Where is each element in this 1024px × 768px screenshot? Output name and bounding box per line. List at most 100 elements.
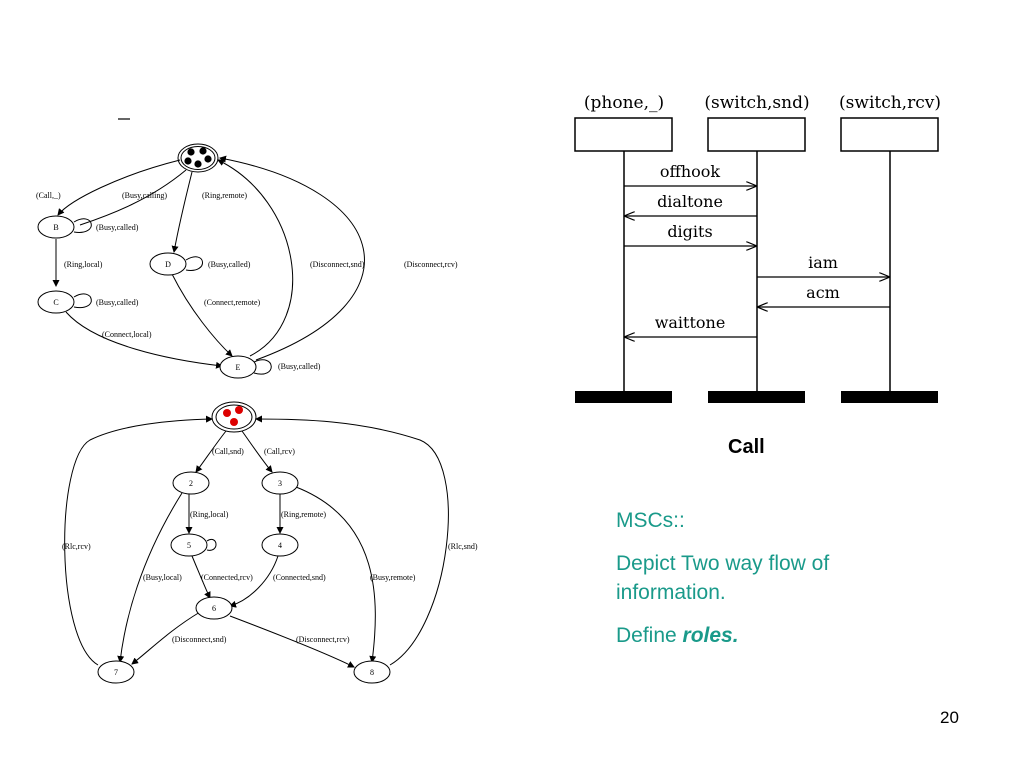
edge-busy-remote <box>295 486 377 663</box>
label-b-self: (Busy,called) <box>96 223 139 232</box>
self-loop-5 <box>206 539 217 551</box>
edge-init-to-d <box>171 171 193 253</box>
msg-label-iam: iam <box>808 253 838 272</box>
state-e: E <box>219 355 257 379</box>
bullet-line-2-prefix: Define <box>616 624 683 647</box>
instance-box-switch-rcv <box>840 117 939 152</box>
token-black <box>194 160 202 168</box>
instance-box-switch-snd <box>707 117 806 152</box>
msg-label-digits: digits <box>667 222 712 241</box>
end-bar-phone <box>575 391 672 403</box>
self-loop-d <box>185 256 203 271</box>
edge-connected-rcv <box>191 555 211 599</box>
msg-label-acm: acm <box>806 283 840 302</box>
label-rlc-rcv: (Rlc,rcv) <box>62 542 91 551</box>
label-connect-local: (Connect,local) <box>102 330 152 339</box>
svg-text:3: 3 <box>278 479 282 488</box>
self-loop-c <box>73 293 92 309</box>
label-disconnect-snd: (Disconnect,snd) <box>310 260 365 269</box>
label-rlc-snd: (Rlc,snd) <box>448 542 478 551</box>
token-black <box>204 155 212 163</box>
label-ring-local: (Ring,local) <box>64 260 103 269</box>
state-8: 8 <box>353 660 391 684</box>
bullet-line-2: Define roles. <box>616 621 936 650</box>
state-2: 2 <box>172 471 210 495</box>
state-machine-bottom: 2 3 5 4 6 7 8 (Call,snd) (Call,rcv) (Ri <box>62 401 478 684</box>
token-black <box>199 147 207 155</box>
state-4: 4 <box>261 533 299 557</box>
label-call-rcv: (Call,rcv) <box>264 447 295 456</box>
page-number: 20 <box>940 708 959 727</box>
edge-rlc-snd <box>255 415 449 666</box>
edge-init-to-b <box>57 159 181 216</box>
token-red <box>230 418 238 426</box>
state-6: 6 <box>195 596 233 620</box>
label-connected-snd: (Connected,snd) <box>273 573 326 582</box>
edge-rlc-rcv <box>64 415 213 666</box>
label-busy-remote: (Busy,remote) <box>370 573 416 582</box>
initial-state-bottom <box>211 401 257 433</box>
label-disconnect-rcv-2: (Disconnect,rcv) <box>296 635 350 644</box>
state-7: 7 <box>97 660 135 684</box>
state-d: D <box>149 252 187 276</box>
svg-text:D: D <box>165 260 171 269</box>
edge-disconnect-snd-2 <box>131 611 201 665</box>
state-5: 5 <box>170 533 208 557</box>
bullet-line-2-emphasis: roles. <box>682 624 739 647</box>
msg-label-offhook: offhook <box>660 162 721 181</box>
edge-disconnect-snd <box>217 159 293 357</box>
state-3: 3 <box>261 471 299 495</box>
edge-call-snd <box>195 430 227 473</box>
label-call-snd: (Call,snd) <box>212 447 244 456</box>
label-ring-remote: (Ring,remote) <box>202 191 247 200</box>
svg-text:B: B <box>53 223 58 232</box>
initial-state-top <box>177 143 219 173</box>
svg-text:4: 4 <box>278 541 282 550</box>
token-red <box>235 406 243 414</box>
svg-text:C: C <box>53 298 58 307</box>
role-phone: (phone,_) <box>584 93 664 113</box>
svg-text:5: 5 <box>187 541 191 550</box>
state-machine-top: B C D E (Call,_) (Busy,calling) (Ring,re… <box>36 118 458 379</box>
svg-text:8: 8 <box>370 668 374 677</box>
label-ring-remote-2: (Ring,remote) <box>281 510 326 519</box>
self-loop-b <box>73 218 92 233</box>
label-connected-rcv: (Connected,rcv) <box>201 573 253 582</box>
label-disconnect-snd-2: (Disconnect,snd) <box>172 635 227 644</box>
bullet-line-1: Depict Two way flow of information. <box>616 552 830 604</box>
msg-label-dialtone: dialtone <box>657 192 723 211</box>
svg-text:E: E <box>236 363 241 372</box>
label-busy-local: (Busy,local) <box>143 573 182 582</box>
token-black <box>187 148 195 156</box>
message-sequence-chart: (phone,_) (switch,snd) (switch,rcv) offh… <box>574 93 941 403</box>
label-busy-calling: (Busy,calling) <box>122 191 167 200</box>
label-d-self: (Busy,called) <box>208 260 251 269</box>
msg-label-waittone: waittone <box>655 313 726 332</box>
label-connect-remote: (Connect,remote) <box>204 298 261 307</box>
state-b: B <box>37 215 75 239</box>
edge-connected-snd <box>229 555 279 608</box>
label-call: (Call,_) <box>36 191 61 200</box>
svg-text:7: 7 <box>114 668 118 677</box>
self-loop-e <box>253 359 272 375</box>
label-disconnect-rcv: (Disconnect,rcv) <box>404 260 458 269</box>
label-c-self: (Busy,called) <box>96 298 139 307</box>
role-switch-snd: (switch,snd) <box>704 93 809 113</box>
edge-disconnect-rcv-2 <box>229 615 355 668</box>
edge-call-rcv <box>241 430 273 473</box>
svg-text:2: 2 <box>189 479 193 488</box>
end-bar-switch-snd <box>708 391 805 403</box>
label-e-self: (Busy,called) <box>278 362 321 371</box>
role-switch-rcv: (switch,rcv) <box>839 93 941 113</box>
instance-box-phone <box>574 117 673 152</box>
edge-disconnect-rcv <box>219 155 365 361</box>
msc-caption: Call <box>728 436 765 458</box>
svg-text:6: 6 <box>212 604 216 613</box>
edge-d-to-e <box>171 273 233 357</box>
label-ring-local-2: (Ring,local) <box>190 510 229 519</box>
end-bar-switch-rcv <box>841 391 938 403</box>
bullet-title: MSCs:: <box>616 509 685 532</box>
bullet-text: MSCs:: Depict Two way flow of informatio… <box>616 506 936 664</box>
token-red <box>223 409 231 417</box>
